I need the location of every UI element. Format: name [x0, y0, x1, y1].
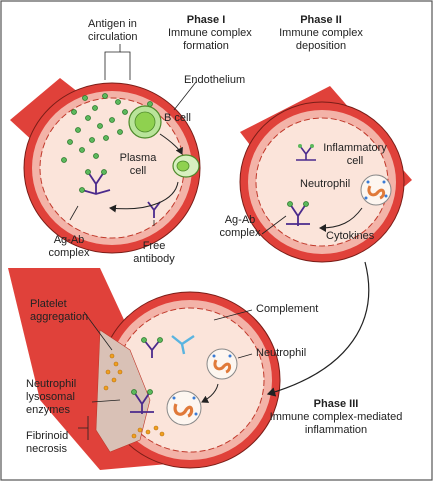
- neutrophil-3a: [206, 348, 238, 380]
- label-b-cell: B cell: [164, 112, 191, 124]
- phase1-label: Phase I Immune complex formation: [168, 14, 252, 53]
- agab-complex-1: [79, 169, 111, 195]
- agab-complex-3: [130, 389, 154, 414]
- label-agab1-line2: complex: [48, 247, 90, 259]
- label-free-line2: antibody: [133, 253, 175, 265]
- label-antigen-line1: Antigen in: [88, 18, 137, 30]
- label-fibrinoid-necrosis: Fibrinoid necrosis: [26, 430, 68, 456]
- label-lyso-line2: lysosomal: [26, 391, 75, 403]
- label-agab2-line1: Ag-Ab: [224, 214, 256, 226]
- phase2-label: Phase II Immune complex deposition: [276, 14, 366, 53]
- phase3-desc-line2: inflammation: [304, 424, 368, 436]
- b-cell: [128, 105, 162, 139]
- label-agab-1: Ag-Ab complex: [44, 234, 94, 260]
- label-platelet-line1: Platelet: [30, 298, 67, 310]
- label-platelet-line2: aggregation: [30, 311, 89, 323]
- phase-arrow: [266, 261, 370, 397]
- phase3-title: Phase III: [313, 398, 359, 410]
- vessel-phase1: [10, 78, 201, 254]
- vessel-phase2: [239, 86, 412, 263]
- label-neutrophil-3: Neutrophil: [256, 347, 307, 359]
- label-platelet-aggregation: Platelet aggregation: [30, 298, 88, 324]
- phase3-label: Phase III Immune complex-mediated inflam…: [266, 398, 406, 437]
- label-neutrophil-2: Neutrophil: [300, 178, 351, 190]
- label-lyso-line3: enzymes: [26, 404, 71, 416]
- label-agab2-line2: complex: [219, 227, 261, 239]
- platelet-dots: [103, 353, 165, 439]
- label-fibrinoid-line2: necrosis: [26, 443, 67, 455]
- label-free-line1: Free: [142, 240, 166, 252]
- label-antigen-line2: circulation: [88, 31, 138, 43]
- phase1-desc-line1: Immune complex: [168, 27, 252, 39]
- label-lysosomal-enzymes: Neutrophil lysosomal enzymes: [26, 378, 76, 417]
- label-inflam-line2: cell: [346, 155, 364, 167]
- neutrophil-2: [360, 174, 392, 206]
- label-plasma-cell: Plasma cell: [118, 152, 158, 178]
- label-agab1-line1: Ag-Ab: [53, 234, 85, 246]
- free-antibody-1: [147, 201, 161, 218]
- deposit-phase2: [296, 144, 316, 161]
- phase2-desc-line1: Immune complex: [279, 27, 363, 39]
- label-agab-2: Ag-Ab complex: [218, 214, 262, 240]
- leader-lines: [69, 44, 287, 440]
- plasma-cell: [172, 154, 200, 178]
- label-antigen: Antigen in circulation: [88, 18, 138, 44]
- vessel-phase3: [8, 268, 281, 470]
- neutrophil-3b: [166, 390, 202, 426]
- label-cytokines: Cytokines: [326, 230, 375, 242]
- phase1-desc-line2: formation: [183, 40, 229, 52]
- label-free-antibody: Free antibody: [128, 240, 180, 266]
- agab-complex-2: [286, 201, 310, 226]
- label-complement: Complement: [256, 303, 319, 315]
- complement-deposit: [141, 335, 195, 358]
- label-plasma-line2: cell: [129, 165, 147, 177]
- label-inflammatory-cell: Inflammatory cell: [318, 142, 392, 168]
- label-fibrinoid-line1: Fibrinoid: [26, 430, 69, 442]
- phase2-desc-line2: deposition: [295, 40, 347, 52]
- label-inflam-line1: Inflammatory: [323, 142, 387, 154]
- label-plasma-line1: Plasma: [119, 152, 157, 164]
- label-endothelium: Endothelium: [184, 74, 246, 86]
- label-lyso-line1: Neutrophil: [26, 378, 77, 390]
- antigen-dots: [61, 93, 153, 163]
- phase3-desc-line1: Immune complex-mediated: [269, 411, 403, 423]
- phase1-title: Phase I: [186, 14, 226, 26]
- phase2-title: Phase II: [300, 14, 342, 26]
